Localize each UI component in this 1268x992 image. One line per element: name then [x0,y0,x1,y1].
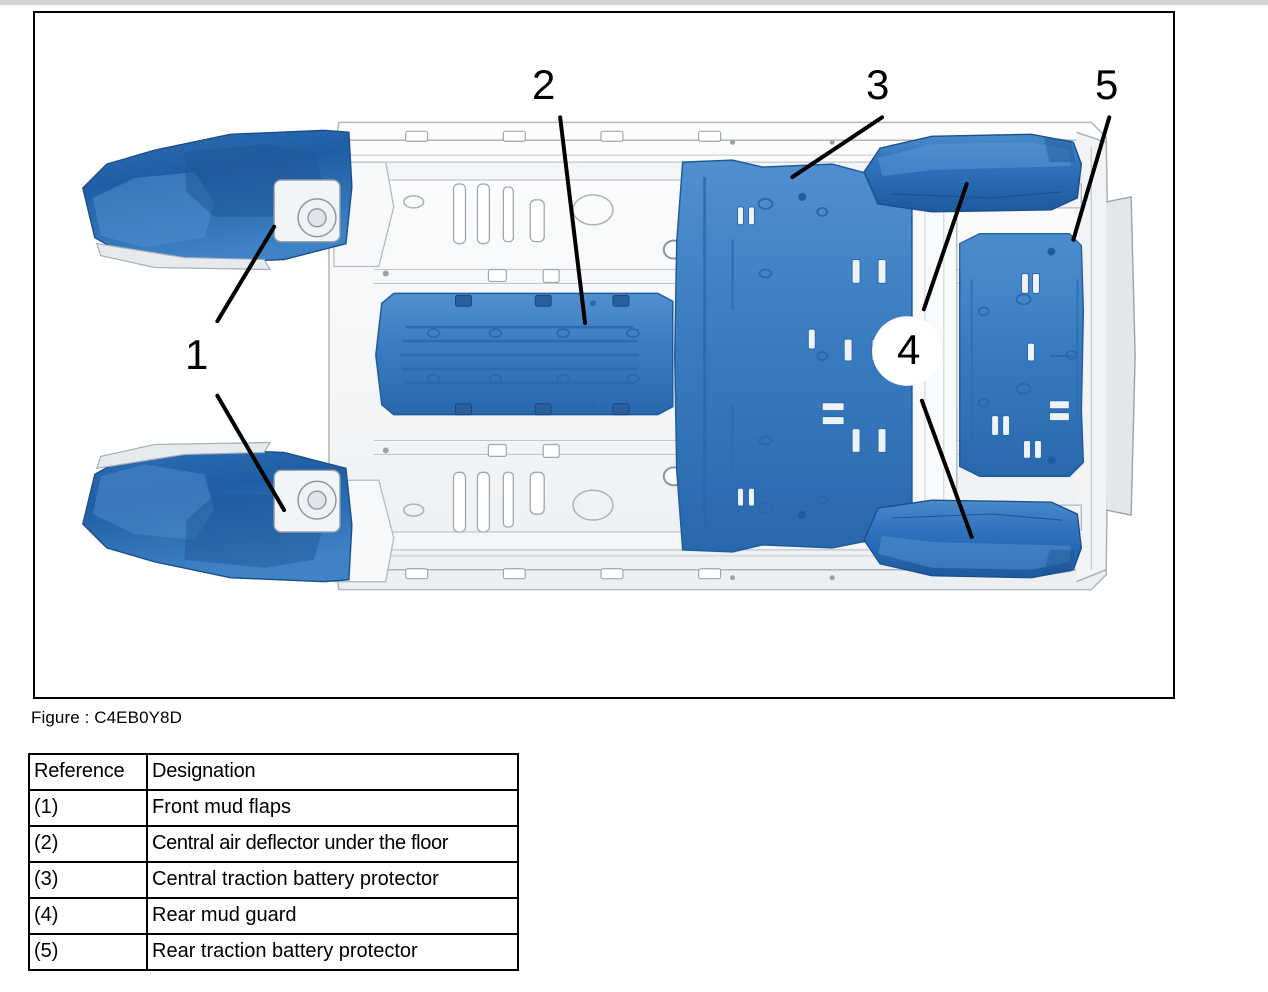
part-central-battery-protector [674,159,913,553]
table-row: (1) Front mud flaps [28,789,519,827]
cell-reference: (3) [28,861,148,899]
header-designation: Designation [146,753,519,791]
table-row: (4) Rear mud guard [28,897,519,935]
callout-leader-lines [215,115,1112,539]
figure-caption: Figure : C4EB0Y8D [31,708,182,727]
table-row: (2) Central air deflector under the floo… [28,825,519,863]
callout-label-2: 2 [532,61,556,108]
table-row: (5) Rear traction battery protector [28,933,519,971]
cell-designation: Rear traction battery protector [146,933,519,971]
part-central-air-deflector [375,292,674,416]
cell-reference: (1) [28,789,148,827]
figure-frame: 1 2 3 4 5 [33,11,1175,699]
callout-label-4: 4 [897,326,921,373]
cell-reference: (5) [28,933,148,971]
table-row: (3) Central traction battery protector [28,861,519,899]
callout-4-circle [872,316,942,386]
callout-label-5: 5 [1095,61,1119,108]
cell-designation: Front mud flaps [146,789,519,827]
table-header-row: Reference Designation [28,753,519,791]
cell-reference: (4) [28,897,148,935]
callout-label-3: 3 [866,61,890,108]
part-rear-mud-guard-lower [863,499,1083,579]
part-rear-battery-protector [959,232,1085,478]
cell-designation: Central air deflector under the floor [146,825,519,863]
underbody-diagram [82,115,1136,591]
cell-designation: Rear mud guard [146,897,519,935]
part-front-mud-flap-lower [82,441,353,583]
reference-designation-table: Reference Designation (1) Front mud flap… [28,753,519,971]
part-front-mud-flap-upper [82,129,353,271]
cell-designation: Central traction battery protector [146,861,519,899]
top-gray-strip [0,0,1268,5]
callout-label-1: 1 [185,331,209,378]
header-reference: Reference [28,753,148,791]
cell-reference: (2) [28,825,148,863]
part-rear-mud-guard-upper [863,133,1083,213]
